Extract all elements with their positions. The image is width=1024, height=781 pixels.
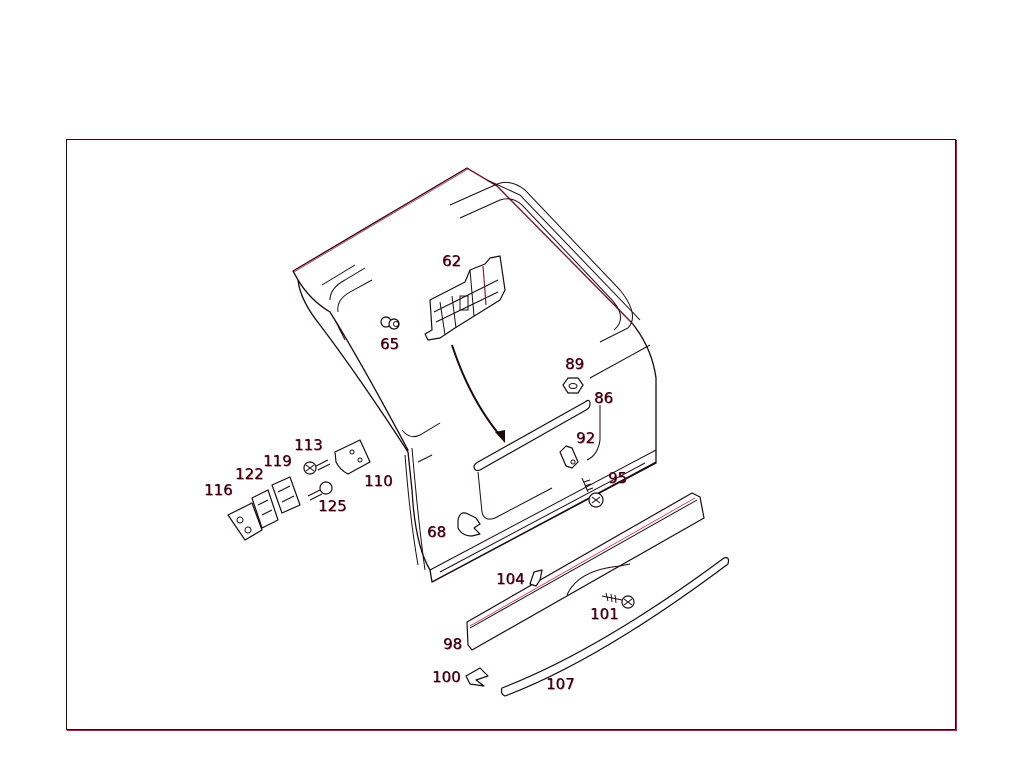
- part-122-shim: [251, 489, 279, 529]
- part-65-clip: [380, 316, 400, 330]
- callout-86: 86: [594, 389, 614, 407]
- callout-68: 68: [427, 523, 447, 541]
- callout-110: 110: [364, 472, 393, 490]
- callout-125: 125: [318, 497, 347, 515]
- diagram-frame: [66, 139, 956, 730]
- part-89-nut: [562, 377, 584, 394]
- part-104-clip: [529, 569, 543, 587]
- part-116-plate: [227, 502, 263, 541]
- callout-113: 113: [294, 436, 323, 454]
- part-113-screw: [303, 459, 331, 475]
- part-95-screw: [581, 477, 604, 508]
- part-98-trim: [466, 492, 705, 651]
- part-92-clip: [559, 445, 579, 469]
- callout-65: 65: [380, 335, 400, 353]
- callout-100: 100: [432, 668, 461, 686]
- part-100-clip: [465, 667, 489, 687]
- part-62-bracket: [424, 255, 506, 341]
- callout-95: 95: [608, 469, 628, 487]
- part-101-screw: [601, 592, 635, 609]
- part-110-hinge-plate: [334, 439, 371, 475]
- part-125-bolt: [307, 481, 333, 501]
- callout-92: 92: [576, 429, 596, 447]
- callout-107: 107: [546, 675, 575, 693]
- part-68-clip: [457, 512, 481, 537]
- callout-104: 104: [496, 570, 525, 588]
- callout-116: 116: [204, 481, 233, 499]
- callout-98: 98: [443, 635, 463, 653]
- callout-101: 101: [590, 605, 619, 623]
- tailgate-panel: [292, 167, 657, 583]
- part-119-shim: [271, 476, 301, 514]
- callout-62: 62: [442, 252, 462, 270]
- part-86-strip: [473, 399, 591, 472]
- part-107-strip: [500, 557, 730, 697]
- callout-122: 122: [235, 465, 264, 483]
- assembly-arrow: [451, 344, 505, 443]
- callout-119: 119: [263, 452, 292, 470]
- callout-89: 89: [565, 355, 585, 373]
